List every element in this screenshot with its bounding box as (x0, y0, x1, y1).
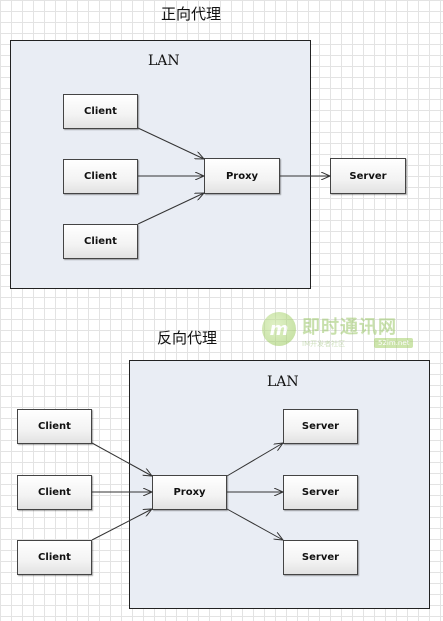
reverse-client-1: Client (17, 409, 92, 444)
forward-client-3: Client (63, 224, 138, 259)
reverse-server-3: Server (283, 540, 358, 575)
forward-lan-label: LAN (148, 53, 180, 69)
watermark-logo-icon: m (262, 312, 296, 346)
watermark: m 即时通讯网 IM开发者社区 52im.net (262, 312, 432, 358)
forward-proxy-title: 正向代理 (161, 5, 222, 23)
forward-client-1: Client (63, 94, 138, 129)
reverse-server-1: Server (283, 409, 358, 444)
reverse-lan-label: LAN (267, 374, 299, 390)
reverse-client-2: Client (17, 475, 92, 510)
fwd-arrow-client3-proxy (137, 193, 204, 225)
reverse-client-3: Client (17, 540, 92, 575)
watermark-name: 即时通讯网 (302, 317, 397, 338)
reverse-server-2: Server (283, 475, 358, 510)
rev-arrow-client1-proxy (91, 442, 152, 476)
watermark-url: 52im.net (374, 338, 414, 348)
rev-arrow-proxy-server3 (226, 508, 283, 540)
fwd-arrow-client1-proxy (137, 127, 204, 159)
forward-client-2: Client (63, 159, 138, 194)
watermark-subtitle: IM开发者社区 (302, 340, 346, 348)
forward-proxy-node: Proxy (204, 158, 280, 194)
rev-arrow-client3-proxy (91, 509, 152, 541)
rev-arrow-proxy-server1 (226, 443, 283, 477)
reverse-proxy-title: 反向代理 (157, 329, 218, 347)
